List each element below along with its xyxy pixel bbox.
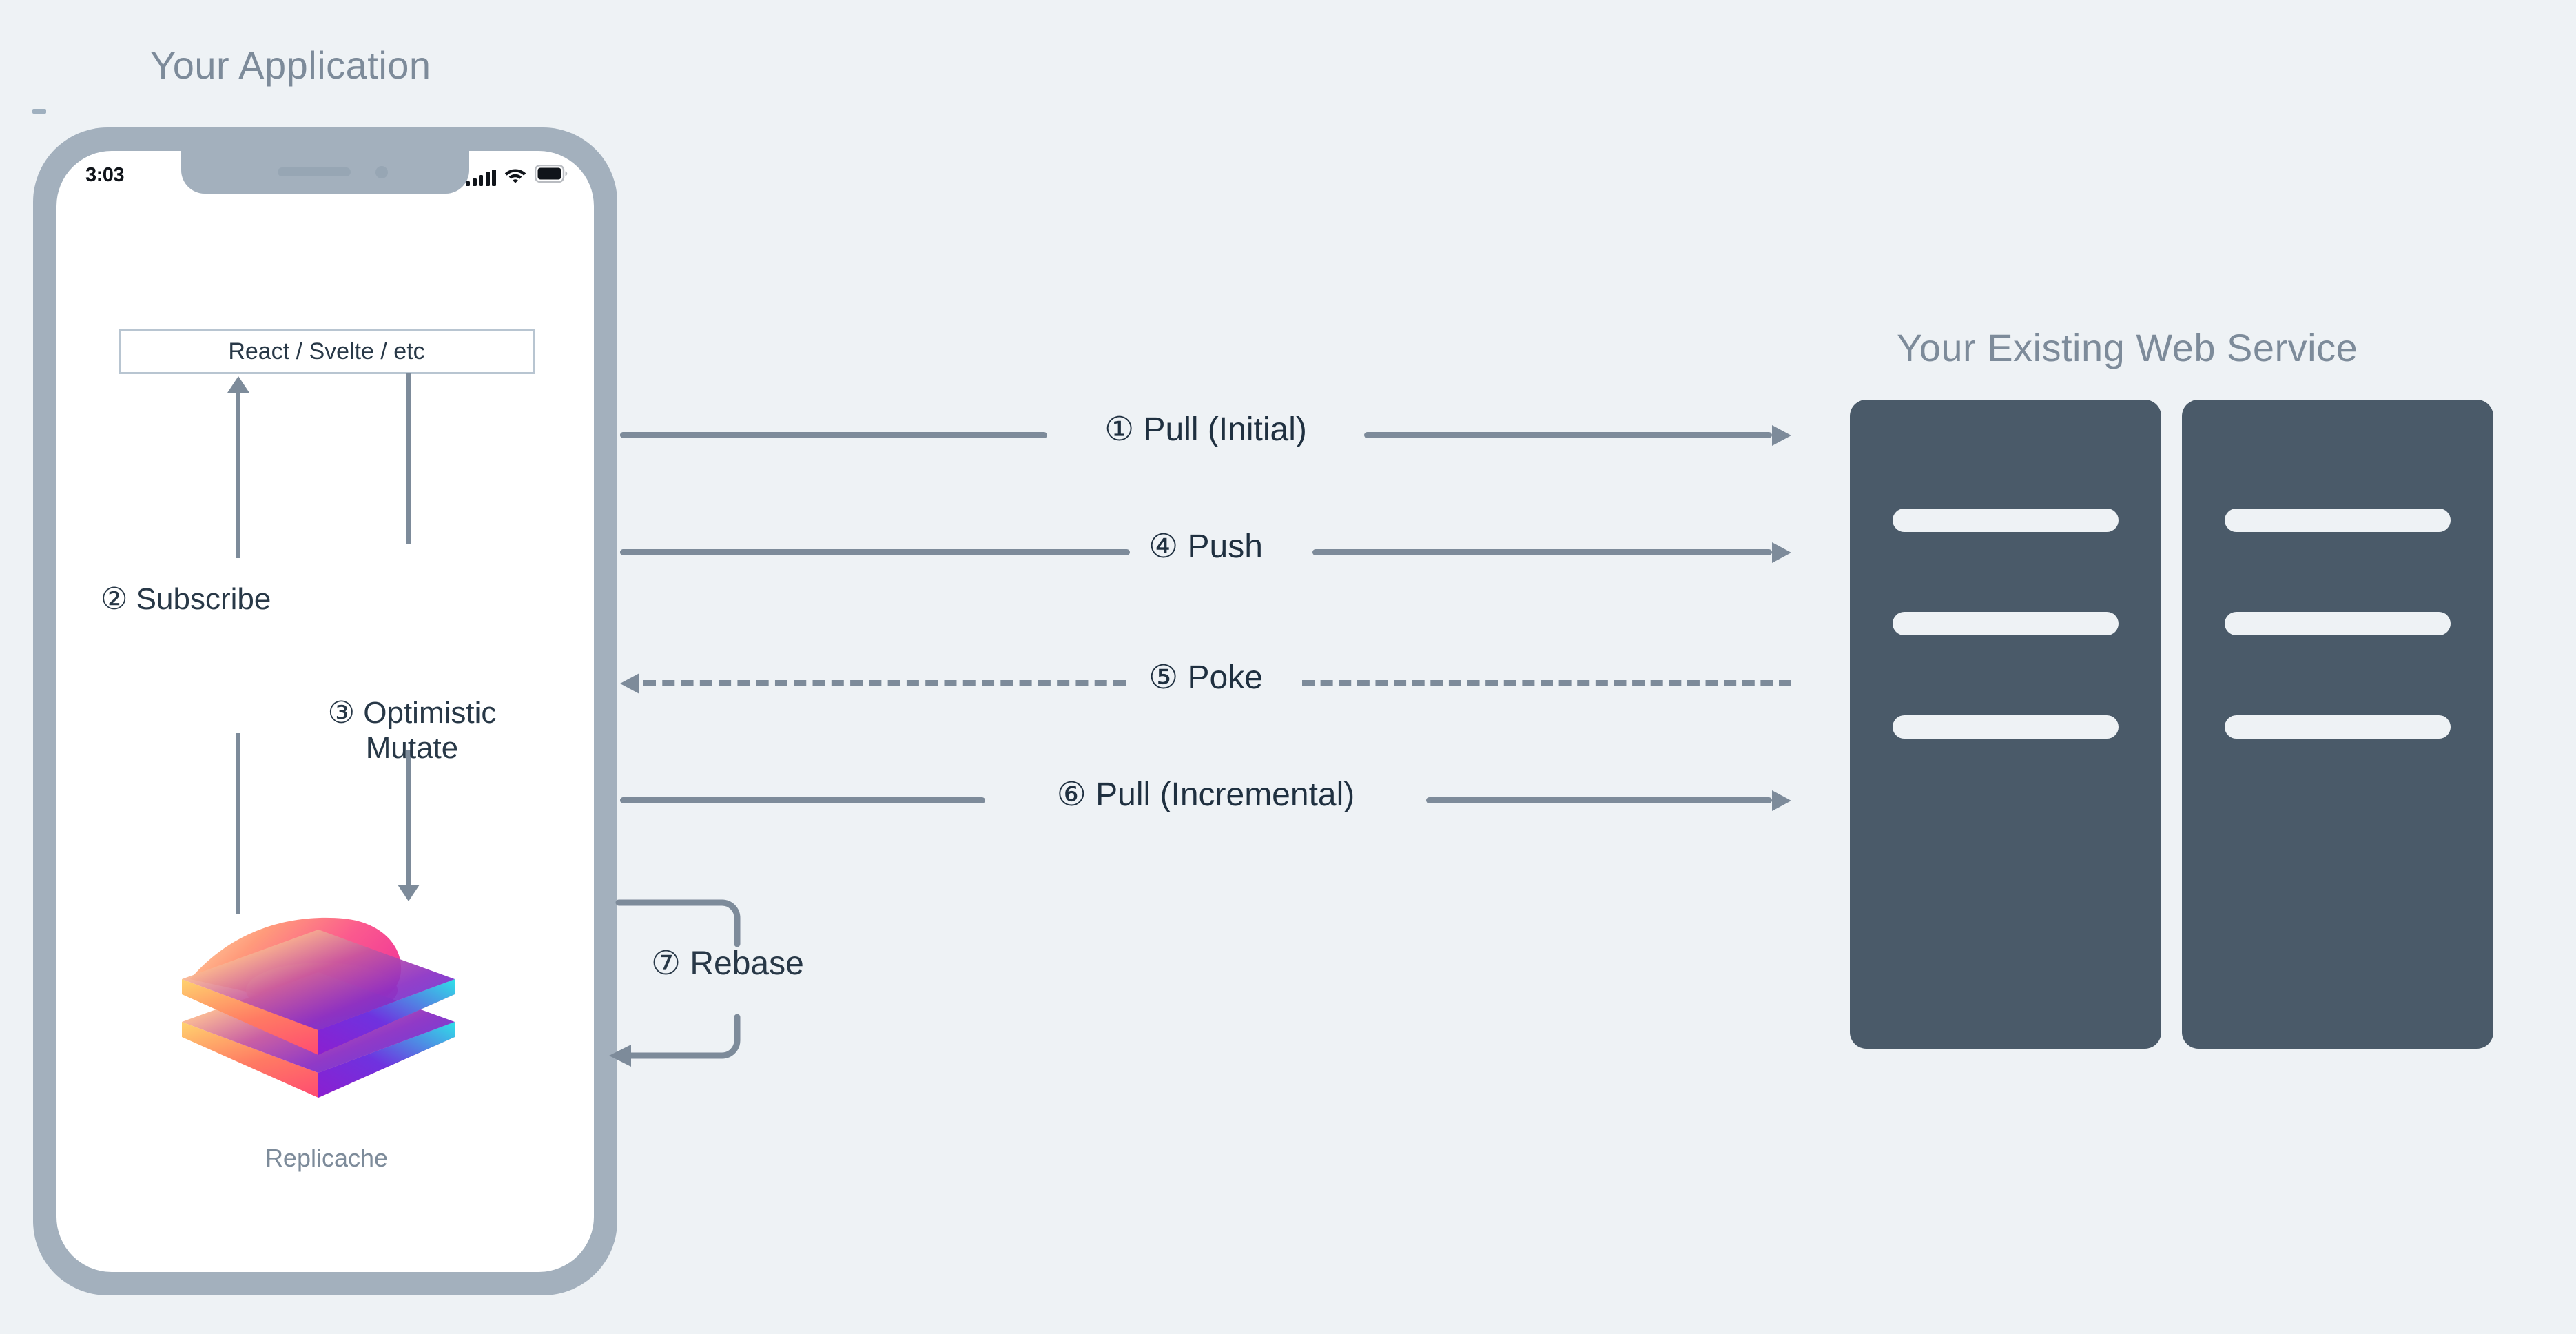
server-bar bbox=[2225, 715, 2451, 739]
flow-arrow-pull-initial: ① Pull (Initial) bbox=[620, 410, 1791, 450]
server-rack-1 bbox=[1850, 400, 2161, 1049]
signal-bars-icon bbox=[466, 170, 496, 186]
front-camera-icon bbox=[375, 166, 388, 178]
step-mutate-line1: ③ Optimistic bbox=[327, 696, 497, 730]
mutate-arrow-line-lower bbox=[406, 750, 411, 885]
status-bar-time: 3:03 bbox=[85, 164, 125, 186]
framework-box-label: React / Svelte / etc bbox=[228, 338, 425, 365]
server-rack-2 bbox=[2182, 400, 2493, 1049]
speaker-slot-icon bbox=[278, 167, 351, 176]
flow-arrow-pull-incremental: ⑥ Pull (Incremental) bbox=[620, 775, 1791, 815]
arrowhead-left-icon bbox=[620, 673, 639, 694]
arrowhead-right-icon bbox=[1772, 542, 1791, 563]
subscribe-arrow-line-upper bbox=[236, 393, 240, 558]
mutate-arrowhead-icon bbox=[398, 885, 420, 901]
application-title: Your Application bbox=[150, 43, 431, 87]
step-subscribe-label: ② Subscribe bbox=[101, 582, 271, 616]
flow-label-pull-initial: ① Pull (Initial) bbox=[1100, 410, 1311, 449]
flow-label-push: ④ Push bbox=[1144, 527, 1267, 566]
mutate-arrow-line-upper bbox=[406, 373, 411, 544]
flow-arrow-rebase bbox=[606, 882, 813, 1096]
flow-label-rebase: ⑦ Rebase bbox=[651, 945, 804, 982]
battery-icon bbox=[534, 164, 568, 186]
server-bar bbox=[1893, 509, 2119, 532]
decorative-dash bbox=[32, 109, 46, 114]
arrowhead-right-icon bbox=[1772, 790, 1791, 811]
flow-label-pull-incremental: ⑥ Pull (Incremental) bbox=[1052, 775, 1359, 814]
web-service-title: Your Existing Web Service bbox=[1897, 326, 2358, 369]
step-mutate-label: ③ Optimistic Mutate bbox=[267, 696, 557, 766]
framework-box: React / Svelte / etc bbox=[119, 329, 535, 374]
phone-notch bbox=[181, 151, 469, 194]
subscribe-arrow-line-lower bbox=[236, 733, 240, 914]
flow-label-poke: ⑤ Poke bbox=[1144, 658, 1267, 697]
replicache-label: Replicache bbox=[265, 1144, 389, 1172]
server-bar bbox=[1893, 715, 2119, 739]
logo-layer-top bbox=[182, 930, 455, 1055]
flow-arrow-push: ④ Push bbox=[620, 527, 1791, 567]
server-bar bbox=[2225, 612, 2451, 635]
wifi-icon bbox=[504, 165, 527, 186]
server-bar bbox=[1893, 612, 2119, 635]
server-bar bbox=[2225, 509, 2451, 532]
replicache-logo bbox=[174, 913, 463, 1113]
subscribe-arrowhead-icon bbox=[227, 376, 249, 393]
arrowhead-right-icon bbox=[1772, 425, 1791, 446]
flow-arrow-poke: ⑤ Poke bbox=[620, 658, 1791, 698]
status-bar-icons bbox=[466, 164, 568, 186]
step-mutate-line2: Mutate bbox=[365, 730, 459, 765]
